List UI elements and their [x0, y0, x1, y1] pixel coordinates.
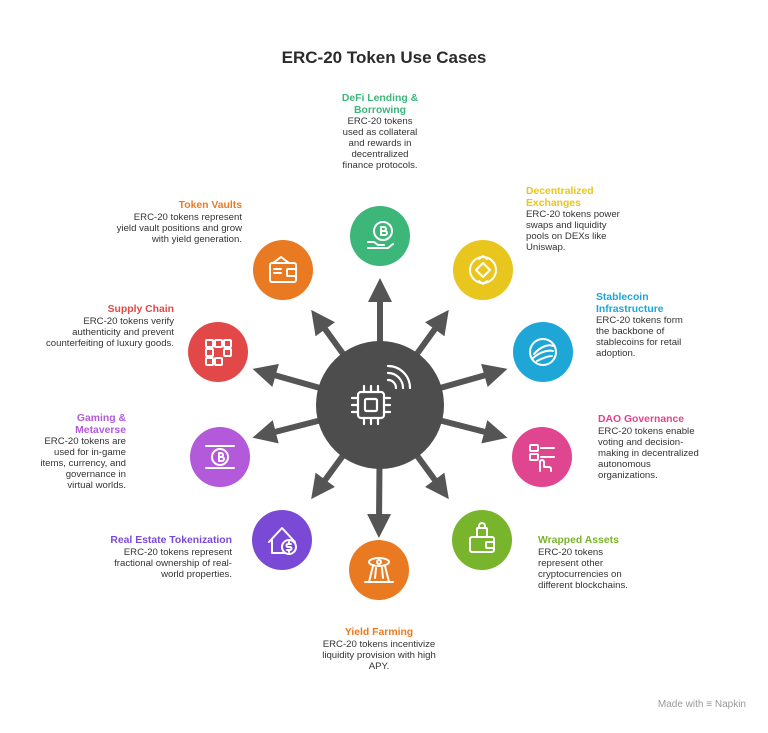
central-chip-hub — [316, 341, 444, 469]
node-realestate — [252, 510, 312, 570]
label-desc-realestate: ERC-20 tokens represent fractional owner… — [114, 546, 232, 580]
label-desc-supply: ERC-20 tokens verify authenticity and pr… — [46, 315, 174, 349]
node-dex — [453, 240, 513, 300]
node-supply — [188, 322, 248, 382]
exchange-icon — [469, 255, 497, 285]
node-circle-yield — [349, 540, 409, 600]
node-circle-defi — [350, 206, 410, 266]
node-circle-realestate — [252, 510, 312, 570]
napkin-credit: Made with ≡ Napkin — [657, 699, 746, 710]
label-title-dex: Decentralized Exchanges — [526, 186, 594, 209]
label-title-stable: Stablecoin Infrastructure — [596, 292, 664, 315]
node-wrapped — [452, 510, 512, 570]
node-stable — [513, 322, 573, 382]
label-desc-yield: ERC-20 tokens incentivize liquidity prov… — [322, 638, 436, 672]
label-desc-stable: ERC-20 tokens form the backbone of stabl… — [596, 315, 683, 359]
label-title-dao: DAO Governance — [598, 414, 685, 425]
microchip-icon — [350, 384, 392, 426]
label-title-realestate: Real Estate Tokenization — [110, 535, 232, 546]
use-case-nodes — [188, 206, 573, 600]
coin-hand-icon — [367, 221, 394, 249]
wallet-lock-icon — [469, 522, 495, 553]
label-desc-wrapped: ERC-20 tokens represent other cryptocurr… — [538, 546, 628, 591]
growth-icon — [364, 557, 394, 583]
wireless-signal-icon — [386, 364, 412, 390]
diagram-title: ERC-20 Token Use Cases — [281, 48, 487, 67]
label-title-wrapped: Wrapped Assets — [538, 535, 619, 546]
node-circle-supply — [188, 322, 248, 382]
label-desc-defi: ERC-20 tokens used as collateral and rew… — [342, 116, 418, 171]
node-defi — [350, 206, 410, 266]
label-title-defi: DeFi Lending & Borrowing — [341, 93, 419, 116]
node-dao — [512, 427, 572, 487]
voting-icon — [529, 444, 555, 472]
vault-wallet-icon — [269, 256, 297, 283]
label-desc-dao: ERC-20 tokens enable voting and decision… — [598, 425, 699, 481]
label-title-vault: Token Vaults — [178, 200, 242, 211]
node-gaming — [190, 427, 250, 487]
node-circle-dex — [453, 240, 513, 300]
stablecoin-icon — [529, 338, 557, 366]
label-title-gaming: Gaming & Metaverse — [75, 413, 126, 436]
game-coin-icon — [205, 445, 235, 469]
house-dollar-icon — [268, 527, 297, 555]
label-title-supply: Supply Chain — [107, 304, 174, 315]
node-circle-vault — [253, 240, 313, 300]
blocks-icon — [205, 339, 232, 366]
node-vault — [253, 240, 313, 300]
label-desc-dex: ERC-20 tokens power swaps and liquidity … — [526, 209, 620, 253]
node-circle-wrapped — [452, 510, 512, 570]
label-desc-vault: ERC-20 tokens represent yield vault posi… — [116, 211, 242, 245]
label-desc-gaming: ERC-20 tokens are used for in-game items… — [40, 436, 126, 491]
label-title-yield: Yield Farming — [344, 627, 414, 638]
node-yield — [349, 540, 409, 600]
